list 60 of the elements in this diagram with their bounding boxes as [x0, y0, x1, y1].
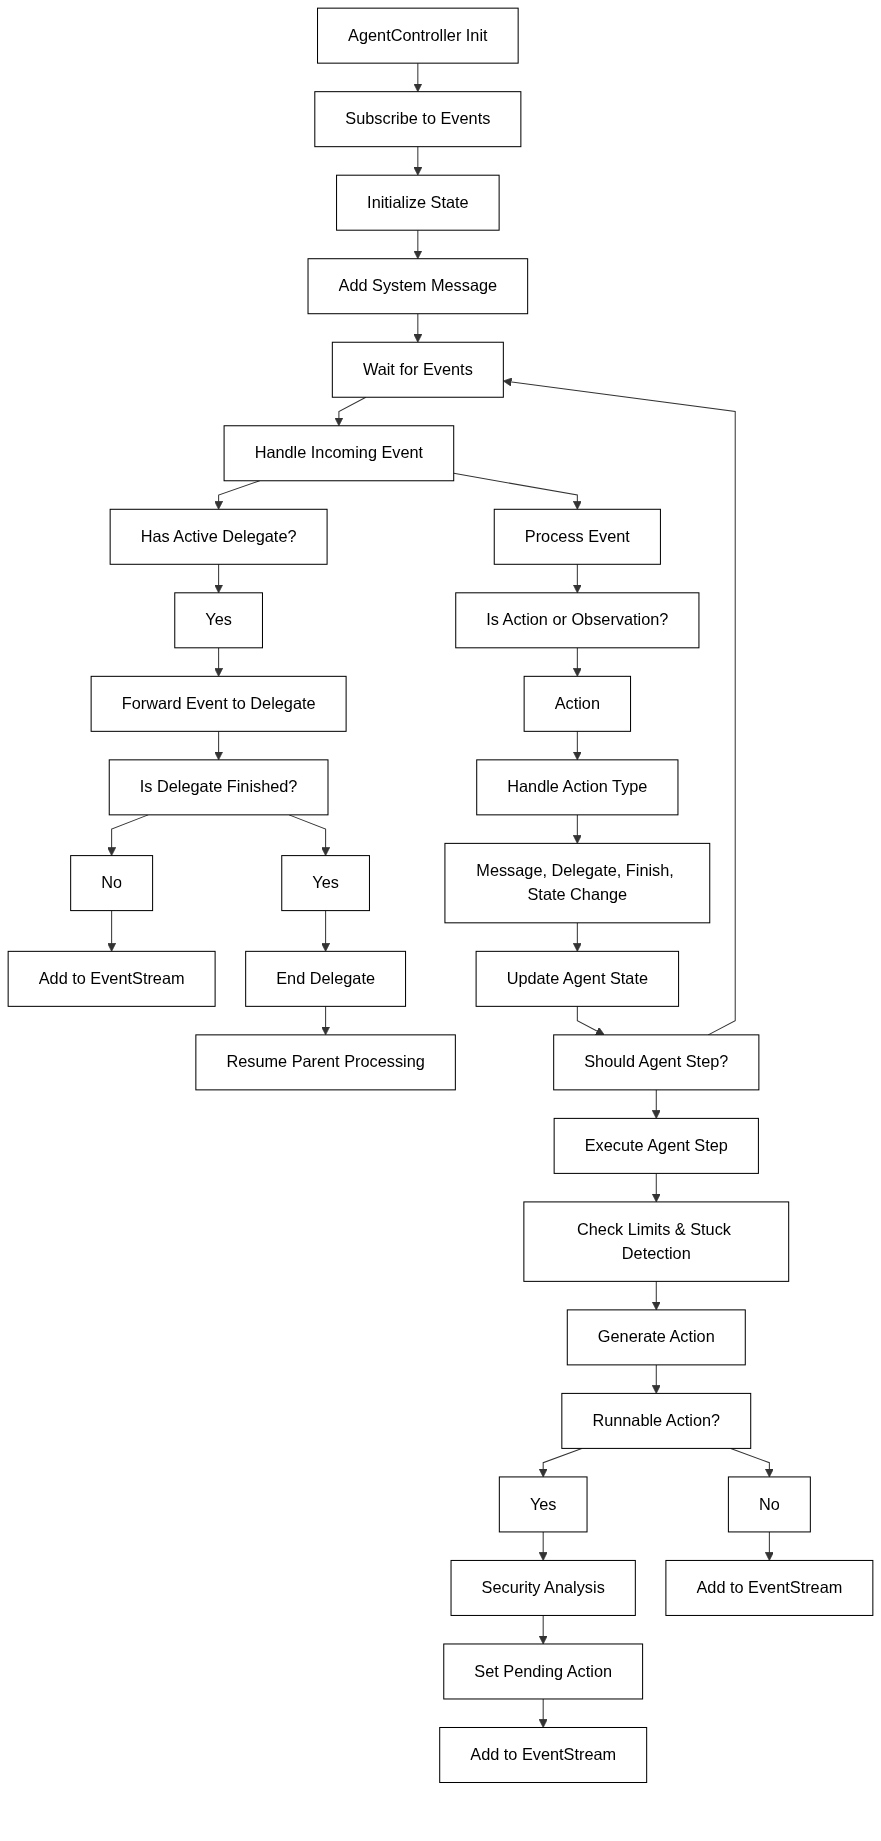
node-box: Add to EventStream	[665, 1559, 874, 1616]
arrow	[572, 922, 582, 952]
arrow	[538, 1531, 548, 1561]
node-box: Handle Incoming Event	[223, 425, 455, 482]
node-box: Security Analysis	[450, 1559, 636, 1616]
arrow	[538, 1698, 548, 1728]
arrow	[214, 480, 261, 510]
arrow	[572, 647, 582, 677]
node-box: Should Agent Step?	[553, 1034, 760, 1091]
arrow	[538, 1614, 548, 1645]
arrow	[651, 1364, 661, 1394]
node-box: Yes	[498, 1476, 588, 1533]
node-box: Generate Action	[566, 1309, 746, 1366]
arrow	[572, 814, 582, 844]
node-box: Update Agent State	[475, 950, 680, 1007]
arrow	[453, 472, 582, 510]
node-box: Message, Delegate, Finish, State Change	[444, 842, 711, 924]
arrow	[334, 396, 367, 427]
arrow	[413, 229, 423, 260]
arrow	[107, 910, 117, 952]
node-box: Initialize State	[336, 174, 500, 231]
node-box: Forward Event to Delegate	[90, 675, 347, 732]
arrow	[413, 146, 423, 176]
node-box: No	[727, 1476, 811, 1533]
node-box: Action	[523, 675, 632, 732]
node-box: Handle Action Type	[476, 759, 679, 816]
node-box: Execute Agent Step	[553, 1117, 759, 1174]
arrow	[651, 1280, 661, 1311]
node-box: Check Limits & Stuck Detection	[523, 1201, 790, 1282]
node-box: Subscribe to Events	[314, 91, 522, 148]
arrow	[576, 1005, 605, 1036]
node-box: Process Event	[493, 508, 661, 565]
arrow	[321, 910, 331, 952]
node-box: Yes	[281, 855, 370, 912]
arrow	[413, 313, 423, 343]
arrow	[730, 1447, 774, 1478]
node-box: Add to EventStream	[7, 950, 216, 1007]
node-box: Runnable Action?	[561, 1392, 752, 1449]
arrow	[321, 1005, 331, 1036]
node-box: Is Delegate Finished?	[108, 759, 329, 816]
arrow	[214, 563, 224, 594]
node-box: Add to EventStream	[439, 1727, 648, 1783]
node-box: Wait for Events	[331, 341, 504, 398]
arrow	[764, 1531, 774, 1561]
node-box: Has Active Delegate?	[109, 508, 328, 565]
arrow	[413, 62, 423, 93]
node-box: Is Action or Observation?	[455, 592, 700, 649]
arrow	[572, 730, 582, 761]
node-box: AgentController Init	[317, 7, 519, 64]
arrow	[651, 1089, 661, 1119]
arrow	[214, 730, 224, 761]
node-box: Set Pending Action	[443, 1643, 644, 1700]
node-box: Add System Message	[307, 258, 529, 315]
node-box: No	[70, 855, 154, 912]
arrow	[214, 647, 224, 677]
arrow	[651, 1172, 661, 1203]
node-box: Yes	[174, 592, 263, 649]
arrow	[572, 563, 582, 594]
node-box: Resume Parent Processing	[195, 1034, 456, 1091]
node-box: End Delegate	[245, 950, 407, 1007]
